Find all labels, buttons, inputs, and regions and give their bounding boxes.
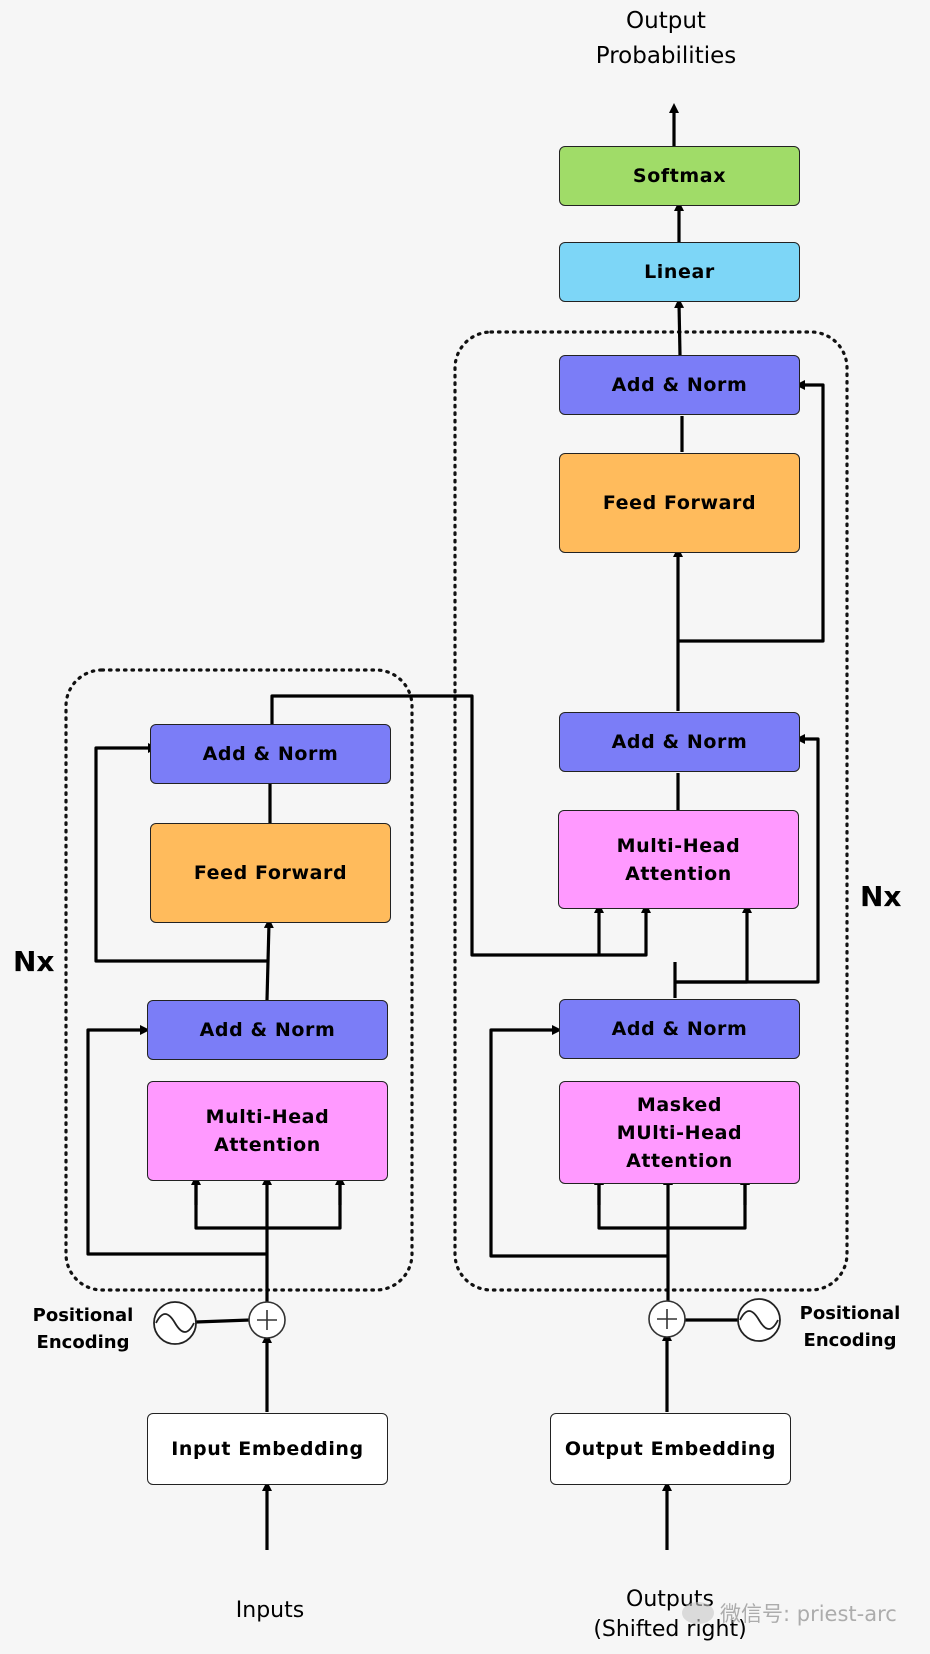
linear-block: Linear (559, 242, 800, 302)
encoder-positional-encoding-label: Positional Encoding (32, 1305, 134, 1353)
decoder-positional-encoding-label: Positional Encoding (799, 1303, 901, 1351)
encoder-add-circle (248, 1301, 286, 1339)
wechat-icon (682, 1602, 714, 1624)
input-embedding-block: Input Embedding (147, 1413, 388, 1485)
encoder-add-norm-bottom: Add & Norm (147, 1000, 388, 1060)
decoder-masked-attention-block: Masked MUlti-Head Attention (559, 1081, 800, 1184)
decoder-add-norm-mid: Add & Norm (559, 712, 800, 772)
output-probabilities-label: Output Probabilities (595, 8, 737, 69)
watermark: 微信号: priest-arc (720, 1602, 897, 1626)
outputs-shifted-right-label: Outputs (Shifted right) (593, 1587, 747, 1642)
decoder-cross-attention-block: Multi-Head Attention (558, 810, 799, 909)
decoder-add-circle (648, 1300, 686, 1338)
inputs-label: Inputs (235, 1598, 305, 1623)
encoder-add-norm-top: Add & Norm (150, 724, 391, 784)
encoder-nx-label: Nx (13, 945, 55, 978)
decoder-nx-frame (453, 330, 849, 1292)
decoder-add-norm-top: Add & Norm (559, 355, 800, 415)
encoder-positional-wave-icon (153, 1301, 197, 1345)
output-embedding-block: Output Embedding (550, 1413, 791, 1485)
softmax-block: Softmax (559, 146, 800, 206)
decoder-feed-forward-block: Feed Forward (559, 453, 800, 553)
decoder-nx-label: Nx (860, 880, 902, 913)
decoder-add-norm-bottom: Add & Norm (559, 999, 800, 1059)
encoder-attention-block: Multi-Head Attention (147, 1081, 388, 1181)
encoder-nx-frame (64, 668, 414, 1292)
decoder-positional-wave-icon (737, 1298, 781, 1342)
encoder-feed-forward-block: Feed Forward (150, 823, 391, 923)
